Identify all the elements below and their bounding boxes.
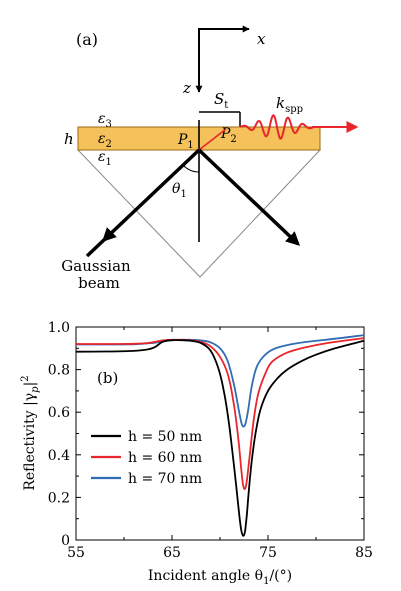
y-tick-label: 0.8 (48, 363, 70, 379)
spp-wave (239, 114, 315, 140)
goos-hanchen-shift: St (199, 90, 241, 127)
p1-label: P1 (177, 132, 194, 151)
beam-label-line1: Gaussian (61, 257, 131, 275)
y-tick-label: 0 (61, 533, 70, 549)
eps1-label: ε1 (98, 149, 112, 168)
eps3-label: ε3 (98, 111, 112, 130)
x-tick-label: 55 (67, 545, 85, 561)
panel-a-label: (a) (76, 30, 98, 49)
incident-beam (85, 148, 201, 258)
axis-ticks: 55 65 75 85 0 0.2 0.4 0.6 0.8 1.0 (48, 320, 373, 561)
x-tick-label: 75 (259, 545, 277, 561)
panel-b-label: (b) (97, 369, 118, 387)
series-line-2 (76, 334, 365, 428)
z-axis-label: z (182, 79, 191, 97)
y-tick-label: 1.0 (48, 320, 70, 336)
internal-spp-ray (198, 128, 227, 151)
incident-beam-arrowhead (102, 227, 117, 242)
kspp-label: kspp (276, 94, 303, 115)
data-curves (75, 334, 365, 537)
legend: h = 50 nm h = 60 nm h = 70 nm (91, 429, 202, 487)
theta-label: θ1 (172, 181, 187, 200)
y-tick-label: 0.6 (48, 405, 70, 421)
eps2-label: ε2 (98, 131, 112, 150)
series-line-1 (75, 337, 365, 490)
series-line-0 (75, 339, 365, 537)
y-tick-label: 0.4 (48, 448, 70, 464)
panel-a: (a) x z St ε3 ε2 ε1 h P1 P2 (61, 25, 359, 292)
x-tick-label: 85 (355, 545, 373, 561)
coordinate-axes: x z (182, 25, 266, 97)
x-axis-title: Incident angle θ1/(°) (148, 568, 292, 587)
shift-label: St (214, 90, 228, 111)
plot-frame (75, 326, 365, 541)
angle-arc (182, 164, 200, 173)
beam-label-line2: beam (78, 274, 120, 292)
reflected-beam (197, 148, 301, 246)
p2-label: P2 (220, 126, 237, 145)
legend-label-1: h = 60 nm (128, 450, 202, 466)
y-tick-label: 0.2 (48, 490, 70, 506)
y-axis-title: Reflectivity |γp|2 (20, 375, 41, 490)
x-tick-label: 65 (163, 545, 181, 561)
panel-b: 55 65 75 85 0 0.2 0.4 0.6 0.8 1.0 h = 50 nm h = 60… (20, 320, 373, 587)
legend-label-0: h = 50 nm (128, 429, 202, 445)
legend-label-2: h = 70 nm (128, 471, 202, 487)
x-axis-label: x (257, 30, 266, 48)
thickness-label: h (64, 130, 74, 148)
